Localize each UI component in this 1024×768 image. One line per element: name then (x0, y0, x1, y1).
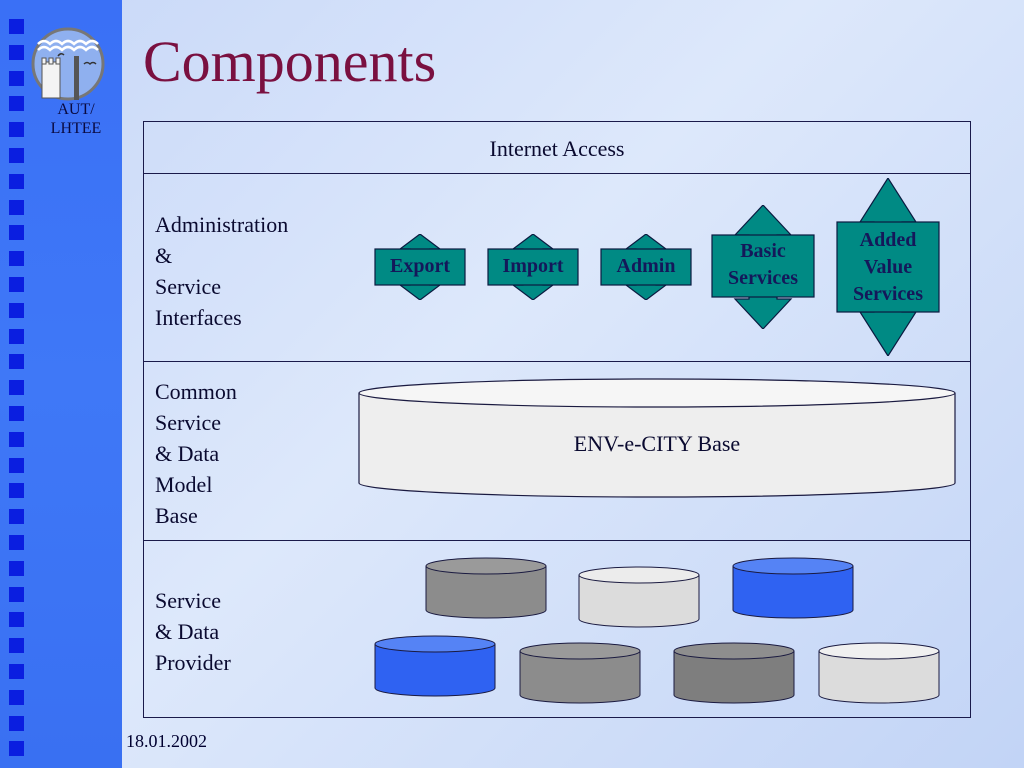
sidebar-square (9, 199, 24, 215)
sidebar-square (9, 19, 24, 34)
provider-row-label: Service & Data Provider (155, 585, 231, 678)
env-e-city-base-label: ENV-e-CITY Base (573, 431, 741, 456)
row-label-line: Service (155, 410, 221, 435)
row-label-line: Model (155, 472, 213, 497)
added-value-line: Value (863, 256, 913, 278)
institute-logo (30, 26, 108, 104)
logo-caption-line2: LHTEE (50, 120, 102, 137)
sidebar-square (9, 44, 24, 60)
logo-caption-line1: AUT/ (57, 101, 95, 118)
slide-date: 18.01.2002 (126, 731, 207, 751)
components-diagram: Internet Access Administration & Service… (143, 121, 971, 718)
provider-database-light (578, 566, 700, 628)
row-label-line: & (155, 243, 173, 268)
interfaces-row-label: Administration & Service Interfaces (155, 209, 288, 333)
sidebar-square (9, 715, 24, 731)
sidebar-square (9, 483, 24, 499)
internet-access-row: Internet Access (144, 122, 970, 173)
provider-row: Service & Data Provider (144, 540, 970, 719)
sidebar-square (9, 354, 24, 370)
slide-title: Components (143, 29, 437, 94)
import-arrow: Import (487, 233, 579, 301)
sidebar-square (9, 586, 24, 602)
row-label-line: Base (155, 503, 198, 528)
env-e-city-base-database: ENV-e-CITY Base (357, 377, 957, 501)
row-label-line: Service (155, 588, 221, 613)
sidebar-square (9, 380, 24, 396)
row-label-line: Common (155, 379, 237, 404)
sidebar-square (9, 225, 24, 241)
row-label-line: Provider (155, 650, 231, 675)
basic-services-line: Services (728, 267, 798, 289)
sidebar-square (9, 70, 24, 86)
provider-database-grey (519, 642, 641, 704)
sidebar-square (9, 173, 24, 189)
basic-services-arrow: Basic Services (711, 204, 815, 330)
logo-caption: AUT/ LHTEE (36, 100, 116, 138)
provider-database-grey (425, 557, 547, 619)
basic-services-line: Basic (740, 240, 786, 262)
export-label: Export (390, 255, 450, 277)
sidebar-square (9, 612, 24, 628)
sidebar-square (9, 457, 24, 473)
added-value-services-arrow: Added Value Services (836, 176, 940, 358)
added-value-line: Added (859, 229, 917, 251)
row-label-line: & Data (155, 619, 220, 644)
admin-arrow: Admin (600, 233, 692, 301)
sidebar-square (9, 277, 24, 292)
provider-database-blue (374, 635, 496, 697)
data-model-row: Common Service & Data Model Base ENV-e-C… (144, 361, 970, 540)
row-label-line: & Data (155, 441, 220, 466)
sidebar-decoration (0, 0, 122, 768)
sidebar-square (9, 638, 24, 654)
sidebar-square (9, 664, 24, 679)
interfaces-row: Administration & Service Interfaces Expo… (144, 173, 970, 361)
added-value-services-label: Added Value Services (836, 227, 940, 308)
sidebar-square (9, 406, 24, 421)
sidebar-square (9, 509, 24, 525)
import-label: Import (502, 255, 564, 277)
sidebar-square (9, 535, 24, 550)
admin-label: Admin (616, 255, 676, 277)
sidebar-square (9, 689, 24, 705)
row-label-line: Interfaces (155, 305, 242, 330)
row-label-line: Administration (155, 212, 289, 237)
sidebar-square (9, 328, 24, 344)
row-label-line: Service (155, 274, 221, 299)
provider-database-blue (732, 557, 854, 619)
sidebar-square (9, 431, 24, 447)
data-model-row-label: Common Service & Data Model Base (155, 376, 237, 531)
added-value-line: Services (853, 283, 923, 305)
sidebar-square (9, 251, 24, 267)
sidebar-square (9, 148, 24, 163)
provider-database-light (818, 642, 940, 704)
internet-access-label: Internet Access (489, 136, 625, 161)
export-arrow: Export (374, 233, 466, 301)
provider-database-grey (673, 642, 795, 704)
sidebar-square (9, 560, 24, 576)
sidebar-square (9, 96, 24, 112)
basic-services-label: Basic Services (711, 238, 815, 292)
sidebar-square (9, 302, 24, 318)
sidebar-square (9, 741, 24, 757)
sidebar-square (9, 122, 24, 138)
